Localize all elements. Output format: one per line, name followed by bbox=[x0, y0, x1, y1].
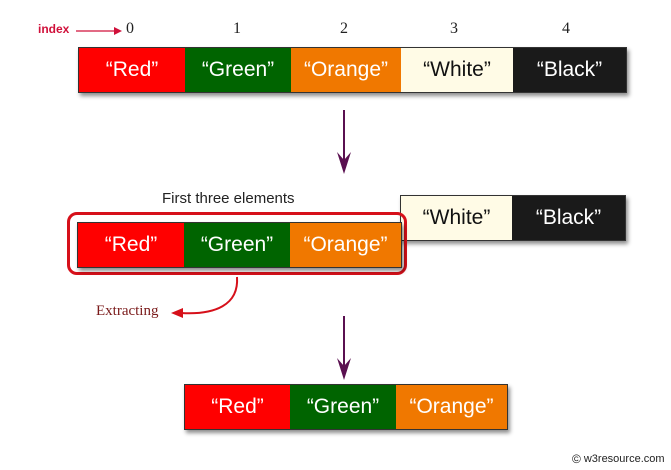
result-cell-green: “Green” bbox=[290, 385, 396, 429]
copyright-icon: © bbox=[572, 452, 581, 466]
full-array: “Red” “Green” “Orange” “White” “Black” bbox=[78, 47, 627, 93]
result-cell-red: “Red” bbox=[185, 385, 290, 429]
remaining-cell-black: “Black” bbox=[512, 196, 625, 240]
array-cell-orange: “Orange” bbox=[291, 48, 401, 92]
index-label: index bbox=[38, 22, 70, 36]
selection-highlight bbox=[67, 212, 407, 275]
array-cell-red: “Red” bbox=[79, 48, 185, 92]
first-cell-red: “Red” bbox=[78, 223, 184, 267]
index-number-4: 4 bbox=[562, 20, 570, 37]
caption-first-three: First three elements bbox=[162, 190, 295, 207]
result-cell-orange: “Orange” bbox=[396, 385, 507, 429]
array-cell-white: “White” bbox=[401, 48, 513, 92]
array-cell-green: “Green” bbox=[185, 48, 291, 92]
index-arrow bbox=[76, 27, 122, 35]
remaining-cell-white: “White” bbox=[401, 196, 512, 240]
extract-arrow bbox=[171, 276, 239, 318]
down-arrow-2 bbox=[337, 316, 351, 380]
copyright-text: w3resource.com bbox=[583, 453, 665, 465]
index-number-3: 3 bbox=[450, 20, 458, 37]
array-cell-black: “Black” bbox=[513, 48, 626, 92]
extracting-label: Extracting bbox=[96, 303, 159, 319]
result-array: “Red” “Green” “Orange” bbox=[184, 384, 508, 430]
index-number-2: 2 bbox=[340, 20, 348, 37]
first-three-array: “Red” “Green” “Orange” bbox=[77, 222, 402, 268]
remaining-array: “White” “Black” bbox=[400, 195, 626, 241]
first-cell-green: “Green” bbox=[184, 223, 290, 267]
first-cell-orange: “Orange” bbox=[290, 223, 401, 267]
down-arrow-1 bbox=[337, 110, 351, 174]
copyright: © w3resource.com bbox=[572, 452, 665, 466]
index-number-0: 0 bbox=[126, 20, 134, 37]
index-number-1: 1 bbox=[233, 20, 241, 37]
